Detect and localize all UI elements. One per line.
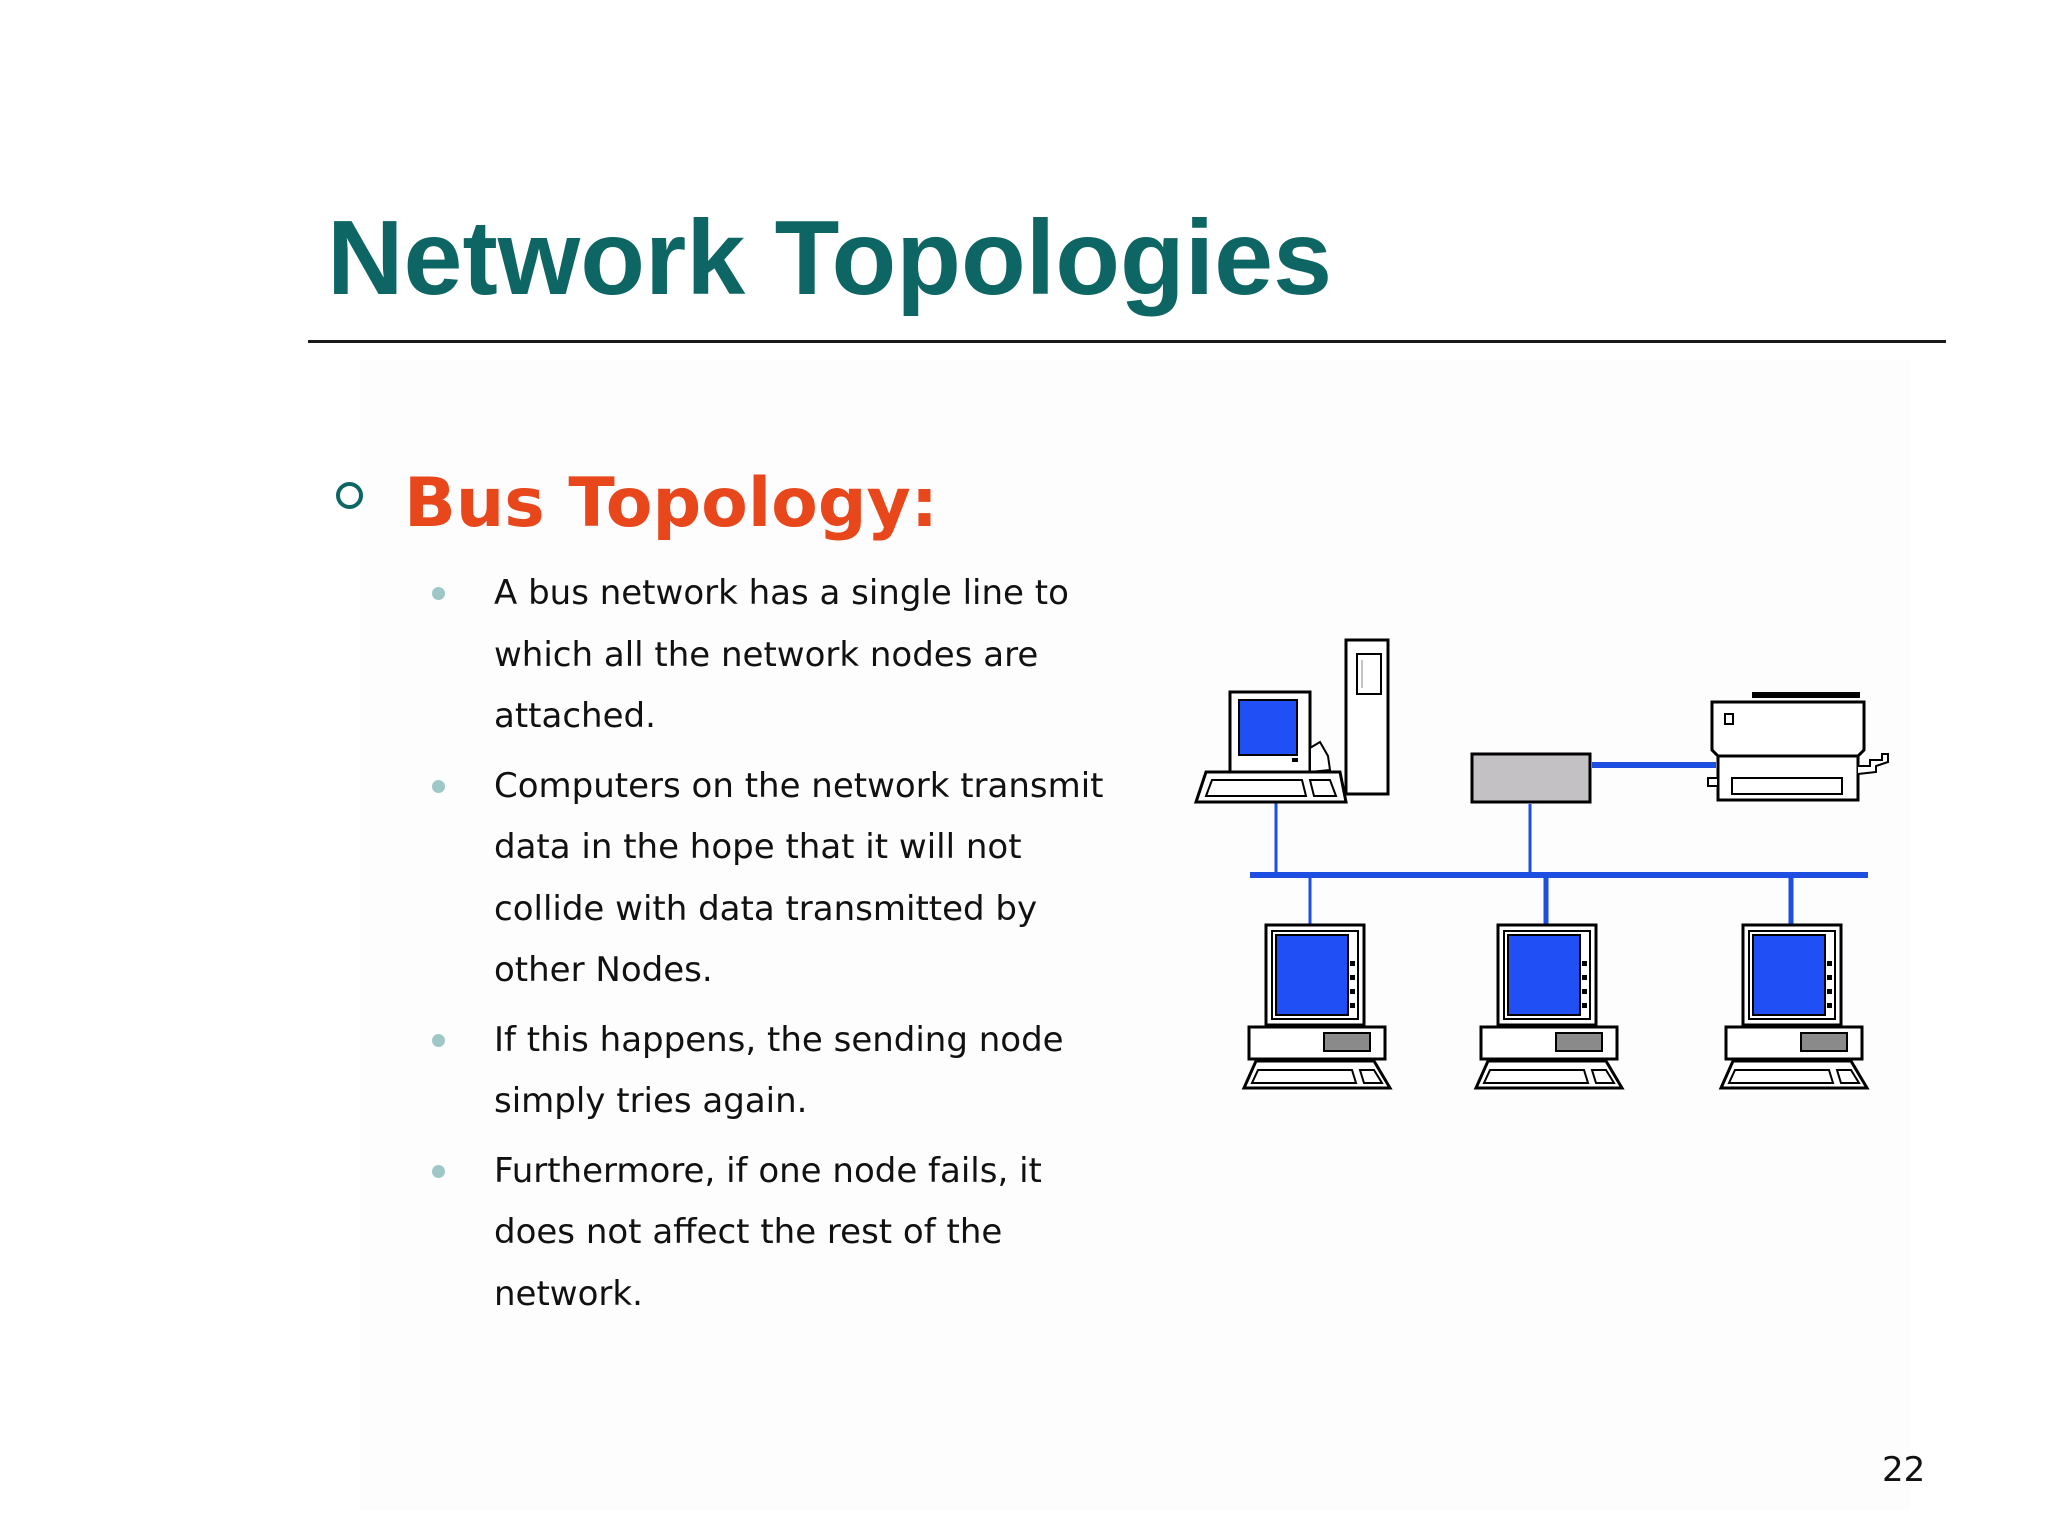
hub-icon: [1470, 752, 1592, 804]
bullet-text: Furthermore, if one node fails, it does …: [494, 1150, 1042, 1314]
bullet-item: If this happens, the sending node simply…: [430, 1010, 1130, 1133]
bullet-text: Computers on the network transmit data i…: [494, 765, 1104, 991]
dot-bullet-icon: [432, 1033, 445, 1047]
section-heading: Bus Topology:: [404, 464, 939, 543]
tower-pc-icon: [1193, 638, 1390, 804]
bullet-item: A bus network has a single line to which…: [430, 563, 1130, 748]
page-number: 22: [1882, 1450, 1926, 1490]
bus-lines: [1250, 762, 1868, 928]
desktop-pc-icon: [1242, 923, 1392, 1090]
bus-topology-diagram: [1193, 638, 1889, 1090]
dot-bullet-icon: [432, 587, 445, 600]
bullet-list: A bus network has a single line to which…: [430, 563, 1130, 1333]
dot-bullet-icon: [432, 1164, 445, 1178]
hollow-circle-bullet-icon: [336, 482, 363, 509]
dot-bullet-icon: [432, 779, 445, 793]
desktop-pc-icon: [1719, 923, 1869, 1090]
bullet-text: If this happens, the sending node simply…: [494, 1019, 1064, 1122]
bullet-item: Computers on the network transmit data i…: [430, 756, 1130, 1002]
content-background: [360, 360, 1910, 1510]
printer-icon: [1707, 692, 1889, 802]
slide-title: Network Topologies: [327, 199, 1333, 317]
desktop-pc-icon: [1474, 923, 1624, 1090]
bullet-item: Furthermore, if one node fails, it does …: [430, 1141, 1130, 1326]
bullet-text: A bus network has a single line to which…: [494, 573, 1069, 736]
title-divider: [308, 340, 1946, 343]
